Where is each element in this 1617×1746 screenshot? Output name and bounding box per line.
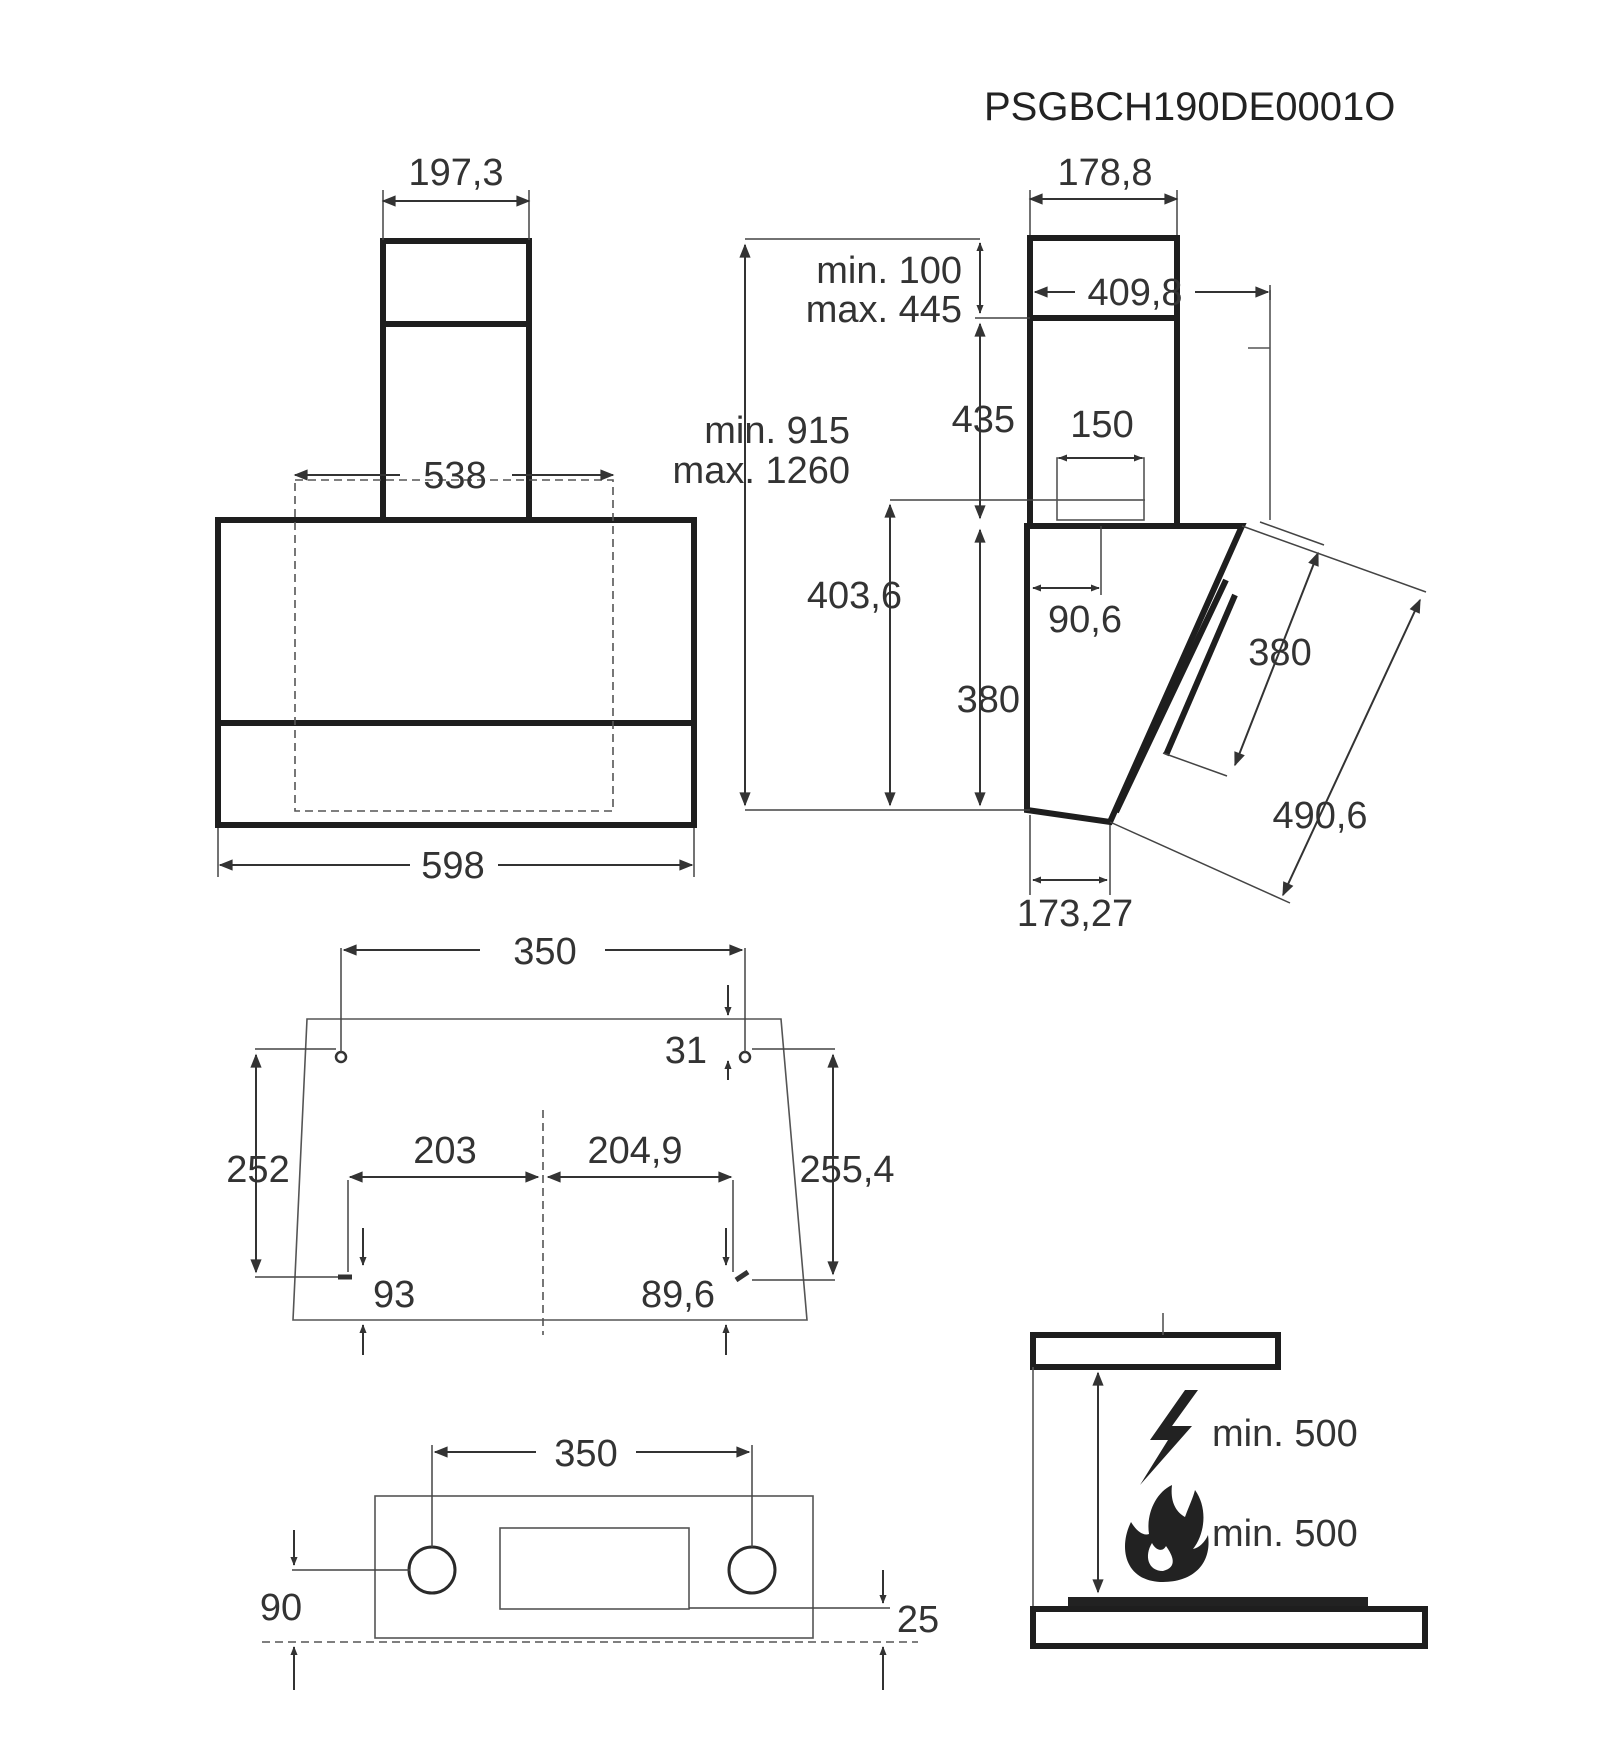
dim-total-height-max: max. 1260 [673,450,850,492]
hood-bottom-outline [374,1495,814,1639]
chimney-upper [380,238,532,327]
worktop [1030,1606,1428,1649]
dim-chimney-depth: 178,8 [1057,152,1152,194]
wall-bracket-view: 350 31 252 255,4 203 204,9 93 89,6 [226,931,895,1355]
dim-left-bottom: 93 [373,1274,415,1316]
dim-top-offset: 31 [665,1030,707,1072]
dim-body-height: 403,6 [807,575,902,617]
clearance-electric: min. 500 [1212,1413,1358,1455]
dim-top-gap-min: min. 100 [816,250,962,292]
dim-panel-total: 490,6 [1272,795,1367,837]
dim-line-panel-total [1282,598,1421,897]
inner-outline [294,479,614,812]
back-panel-outline [292,1018,808,1321]
lightning-icon [1140,1390,1198,1485]
dim-hole-spacing: 350 [513,931,576,973]
fixing-hole-left [407,1545,457,1595]
dim-bottom-left-offset: 90 [260,1587,302,1629]
dim-right-bottom: 89,6 [641,1274,715,1316]
dim-line-panel-length [1234,551,1319,767]
bottom-view: 350 90 25 [260,1433,939,1690]
dim-outlet-offset: 90,6 [1048,599,1122,641]
dim-left-height: 252 [226,1149,289,1191]
dim-right-half: 204,9 [587,1130,682,1172]
dim-chimney-width: 197,3 [408,152,503,194]
dim-inner-width: 538 [423,455,486,497]
screw-right [734,1269,750,1283]
fixing-hole-right [727,1545,777,1595]
clearance-view: min. 500 min. 500 [1030,1313,1428,1649]
dim-chimney-height: 435 [952,399,1015,441]
dim-bottom-right-offset: 25 [897,1599,939,1641]
glass-panel [1113,578,1229,814]
mount-hole-left [334,1050,348,1064]
dim-outlet-width: 150 [1070,404,1133,446]
drawing-code: PSGBCH190DE0001O [984,85,1395,129]
clearance-gas: min. 500 [1212,1513,1358,1555]
chimney-top-cap [1027,235,1180,246]
dim-left-half: 203 [413,1130,476,1172]
dim-depth: 409,8 [1087,272,1182,314]
mount-hole-right [738,1050,752,1064]
dim-total-width: 598 [421,845,484,887]
hood-body [215,517,697,828]
hood-outline [1030,1332,1281,1370]
control-panel [499,1527,690,1610]
dim-bottom-depth: 173,27 [1017,893,1133,935]
dim-total-height-min: min. 915 [704,410,850,452]
side-view: min. 915 max. 1260 403,6 min. 100 max. 4… [673,152,1427,935]
flame-icon [1124,1485,1209,1582]
glass-panel-inner [1163,593,1238,757]
dim-glass-height: 380 [957,679,1020,721]
dim-right-height: 255,4 [799,1149,894,1191]
dim-top-gap-max: max. 445 [806,289,962,331]
dim-panel-length: 380 [1248,632,1311,674]
front-view: 197,3 538 598 [215,152,697,887]
outlet-duct [1056,457,1145,521]
dim-bottom-hole-spacing: 350 [554,1433,617,1475]
